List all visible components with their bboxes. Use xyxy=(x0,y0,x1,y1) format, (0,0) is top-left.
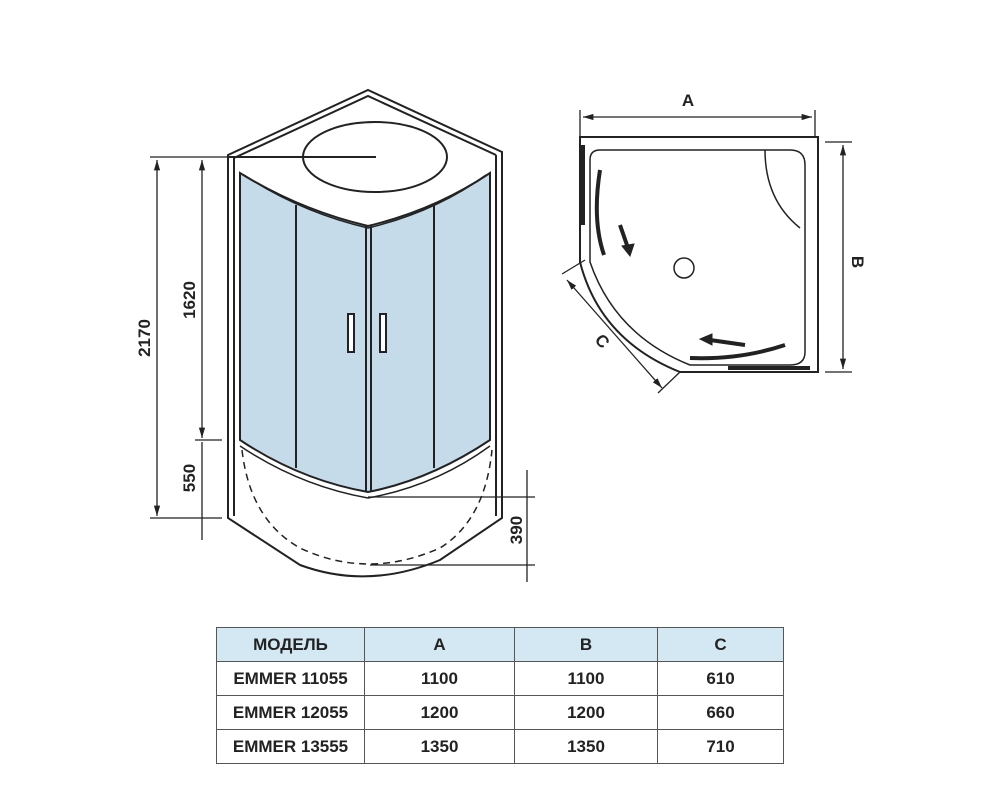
dim-tray-height: 550 xyxy=(180,464,199,492)
front-view-cabin xyxy=(227,88,503,578)
roof-inner xyxy=(233,94,497,159)
cell-a: 1200 xyxy=(364,695,515,730)
corner-seat xyxy=(764,149,801,229)
label-a: A xyxy=(682,91,694,110)
plan-view xyxy=(579,136,819,373)
dim-line-c xyxy=(566,279,663,389)
cell-c: 710 xyxy=(657,729,784,764)
label-c: C xyxy=(591,330,613,352)
plan-dimensions xyxy=(561,110,852,394)
cell-a: 1350 xyxy=(364,729,515,764)
header-model: МОДЕЛЬ xyxy=(216,627,365,662)
front-dimensions xyxy=(150,156,535,582)
plan-outer xyxy=(579,136,819,373)
cell-model: EMMER 11055 xyxy=(216,661,365,696)
arrow-right-door xyxy=(709,338,746,347)
label-b: B xyxy=(848,256,867,268)
cell-c: 660 xyxy=(657,695,784,730)
tray-outline xyxy=(239,445,491,499)
cell-model: EMMER 12055 xyxy=(216,695,365,730)
cell-b: 1200 xyxy=(514,695,658,730)
dim-door-height: 1620 xyxy=(180,281,199,319)
door-handle-left xyxy=(347,313,355,353)
header-b: B xyxy=(514,627,658,662)
table-row: EMMER 12055 1200 1200 660 xyxy=(216,695,784,730)
dim-total-height: 2170 xyxy=(135,319,154,357)
header-c: C xyxy=(657,627,784,662)
table-row: EMMER 11055 1100 1100 610 xyxy=(216,661,784,696)
tray-dashed xyxy=(241,449,493,565)
cell-b: 1350 xyxy=(514,729,658,764)
sliding-door-right xyxy=(689,343,786,361)
dim-tray-depth: 390 xyxy=(507,516,526,544)
arrow-left-door xyxy=(618,224,630,249)
cell-a: 1100 xyxy=(364,661,515,696)
header-a: A xyxy=(364,627,515,662)
plan-inner xyxy=(589,149,806,366)
table-header-row: МОДЕЛЬ A B C xyxy=(216,627,784,662)
cell-b: 1100 xyxy=(514,661,658,696)
dimensions-table: МОДЕЛЬ A B C EMMER 11055 1100 1100 610 E… xyxy=(216,627,784,764)
drain-icon xyxy=(673,257,695,279)
cell-c: 610 xyxy=(657,661,784,696)
table-row: EMMER 13555 1350 1350 710 xyxy=(216,729,784,764)
sliding-door-left xyxy=(594,169,606,256)
cell-model: EMMER 13555 xyxy=(216,729,365,764)
door-handle-right xyxy=(379,313,387,353)
